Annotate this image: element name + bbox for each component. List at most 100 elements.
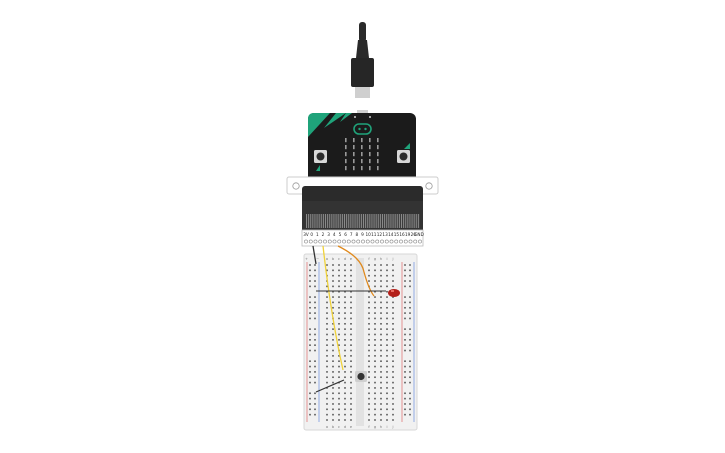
- breadboard-hole[interactable]: [368, 274, 370, 277]
- breadboard-hole[interactable]: [326, 408, 328, 411]
- breadboard-hole[interactable]: [368, 269, 370, 272]
- rail-hole[interactable]: [314, 339, 316, 341]
- breadboard-hole[interactable]: [350, 285, 352, 288]
- breadboard-hole[interactable]: [332, 322, 334, 325]
- rail-hole[interactable]: [404, 365, 406, 368]
- breadboard-hole[interactable]: [374, 280, 376, 282]
- rail-hole[interactable]: [309, 339, 311, 341]
- breadboard-hole[interactable]: [380, 280, 382, 282]
- pushbutton-component[interactable]: [355, 371, 367, 382]
- breadboard-hole[interactable]: [326, 333, 328, 336]
- breadboard-hole[interactable]: [338, 408, 340, 411]
- breadboard-hole[interactable]: [332, 365, 334, 368]
- breadboard-hole[interactable]: [374, 392, 376, 395]
- breadboard-hole[interactable]: [332, 408, 334, 411]
- breadboard-hole[interactable]: [374, 312, 376, 314]
- rail-hole[interactable]: [409, 365, 411, 368]
- breadboard-hole[interactable]: [392, 328, 394, 330]
- breadboard-hole[interactable]: [380, 328, 382, 330]
- breadboard-hole[interactable]: [350, 344, 352, 346]
- breadboard-hole[interactable]: [380, 285, 382, 288]
- breadboard-hole[interactable]: [350, 392, 352, 395]
- rail-hole[interactable]: [309, 371, 311, 373]
- rail-hole[interactable]: [314, 403, 316, 405]
- rail-hole[interactable]: [314, 333, 316, 336]
- breadboard-hole[interactable]: [350, 360, 352, 363]
- breadboard-hole[interactable]: [380, 301, 382, 304]
- breadboard-hole[interactable]: [380, 322, 382, 325]
- pin-hole[interactable]: [332, 239, 337, 244]
- breadboard-hole[interactable]: [332, 360, 334, 363]
- breadboard-hole[interactable]: [350, 381, 352, 384]
- rail-hole[interactable]: [314, 360, 316, 363]
- breadboard-hole[interactable]: [368, 376, 370, 379]
- breadboard-hole[interactable]: [380, 339, 382, 341]
- breadboard-hole[interactable]: [386, 349, 388, 352]
- breadboard-hole[interactable]: [386, 344, 388, 346]
- breadboard-hole[interactable]: [374, 360, 376, 363]
- breadboard-hole[interactable]: [350, 301, 352, 304]
- breadboard-hole[interactable]: [392, 312, 394, 314]
- rail-hole[interactable]: [409, 381, 411, 384]
- breadboard-hole[interactable]: [392, 306, 394, 309]
- rail-hole[interactable]: [309, 413, 311, 416]
- breadboard-hole[interactable]: [332, 419, 334, 421]
- breadboard-hole[interactable]: [338, 328, 340, 330]
- breadboard-hole[interactable]: [332, 301, 334, 304]
- breadboard-hole[interactable]: [344, 381, 346, 384]
- breadboard-hole[interactable]: [344, 365, 346, 368]
- breadboard-hole[interactable]: [350, 397, 352, 400]
- breadboard-hole[interactable]: [326, 322, 328, 325]
- breadboard-hole[interactable]: [380, 408, 382, 411]
- breadboard-hole[interactable]: [368, 387, 370, 389]
- breadboard-hole[interactable]: [374, 296, 376, 298]
- breadboard-hole[interactable]: [380, 317, 382, 320]
- breadboard-hole[interactable]: [368, 290, 370, 293]
- breadboard-hole[interactable]: [380, 269, 382, 272]
- rail-hole[interactable]: [404, 296, 406, 298]
- rail-hole[interactable]: [314, 317, 316, 320]
- rail-hole[interactable]: [309, 381, 311, 384]
- rail-hole[interactable]: [309, 285, 311, 288]
- rail-hole[interactable]: [409, 408, 411, 411]
- rail-hole[interactable]: [314, 269, 316, 272]
- breadboard-hole[interactable]: [374, 387, 376, 389]
- rail-hole[interactable]: [409, 274, 411, 277]
- rail-hole[interactable]: [404, 371, 406, 373]
- breadboard-hole[interactable]: [350, 349, 352, 352]
- breadboard-hole[interactable]: [350, 306, 352, 309]
- rail-hole[interactable]: [409, 339, 411, 341]
- pin-hole[interactable]: [342, 239, 346, 244]
- breadboard-hole[interactable]: [350, 408, 352, 411]
- breadboard-hole[interactable]: [326, 344, 328, 346]
- rail-hole[interactable]: [409, 285, 411, 288]
- rail-hole[interactable]: [409, 301, 411, 304]
- breadboard-hole[interactable]: [380, 371, 382, 373]
- breadboard-hole[interactable]: [338, 280, 340, 282]
- breadboard-hole[interactable]: [338, 269, 340, 272]
- rail-hole[interactable]: [314, 312, 316, 314]
- breadboard-hole[interactable]: [350, 333, 352, 336]
- breadboard-hole[interactable]: [374, 397, 376, 400]
- pin-hole[interactable]: [375, 239, 380, 244]
- breadboard-hole[interactable]: [332, 376, 334, 379]
- rail-hole[interactable]: [404, 280, 406, 282]
- breadboard-hole[interactable]: [350, 387, 352, 389]
- breadboard-hole[interactable]: [338, 397, 340, 400]
- button-b[interactable]: [397, 150, 410, 163]
- breadboard-hole[interactable]: [374, 285, 376, 288]
- rail-hole[interactable]: [404, 306, 406, 309]
- breadboard-hole[interactable]: [386, 306, 388, 309]
- breadboard-hole[interactable]: [338, 392, 340, 395]
- breadboard-hole[interactable]: [332, 312, 334, 314]
- breadboard-hole[interactable]: [386, 419, 388, 421]
- pin-hole[interactable]: [356, 239, 361, 244]
- breadboard-hole[interactable]: [392, 419, 394, 421]
- usb-cable[interactable]: [351, 22, 374, 114]
- breadboard-hole[interactable]: [392, 403, 394, 405]
- breadboard-hole[interactable]: [350, 371, 352, 373]
- breadboard-hole[interactable]: [326, 328, 328, 330]
- breadboard-hole[interactable]: [344, 264, 346, 266]
